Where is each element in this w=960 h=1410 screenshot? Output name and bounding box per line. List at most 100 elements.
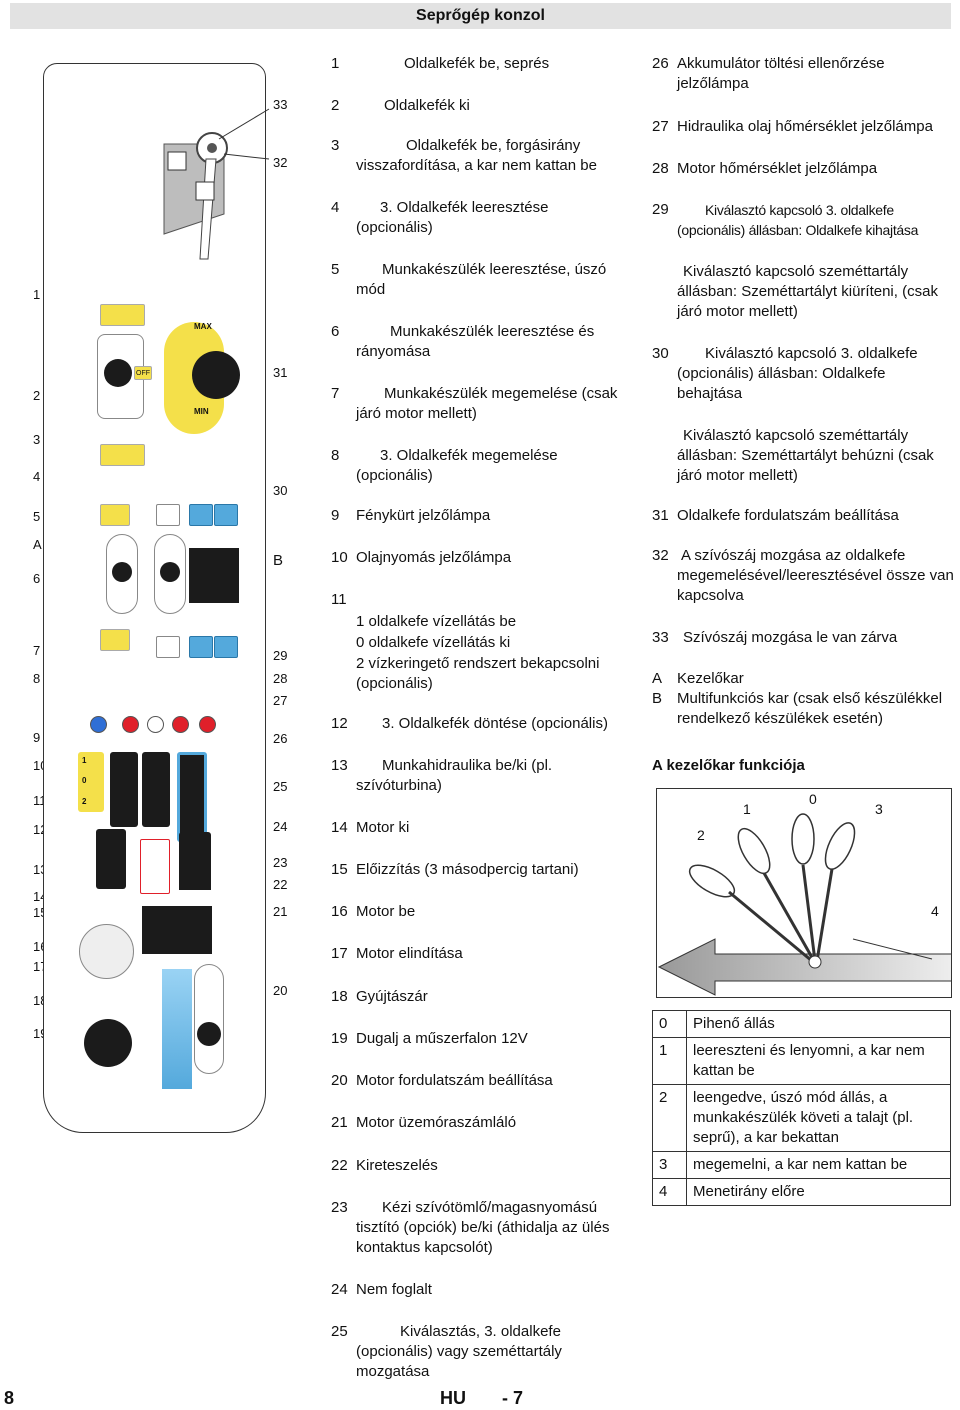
battery-lamp	[199, 716, 216, 733]
legend-number: 16	[331, 903, 348, 920]
legend-number: 26	[652, 55, 669, 72]
console-panel: OFF MAX MIN 1 0 2	[43, 63, 270, 1133]
engine-speed-lever[interactable]	[197, 1022, 221, 1046]
brush-speed-knob[interactable]	[192, 351, 240, 399]
legend-text: Kiválasztó kapcsoló 3. oldalkefe (opcion…	[677, 345, 918, 402]
lever-positions-graphic	[657, 813, 951, 996]
legend-text: Akkumulátor töltési ellenőrzése jelzőlám…	[677, 55, 885, 92]
callout-left-6: A	[33, 537, 42, 552]
hand-suction-button[interactable]	[179, 832, 211, 884]
rocker-12-tilt[interactable]	[142, 752, 170, 827]
legend-number: 6	[331, 323, 340, 340]
display-screen-b	[189, 548, 239, 603]
legend-number: 22	[331, 1157, 348, 1174]
legend-number: 31	[652, 507, 669, 524]
subpage-number: - 7	[502, 1388, 524, 1408]
legend-text: Gyújtászár	[356, 988, 428, 1005]
off-label-box: OFF	[134, 366, 152, 380]
lever-housing-a	[106, 534, 138, 614]
side-brush-switch[interactable]	[104, 359, 132, 387]
selector-button-b[interactable]	[189, 636, 213, 658]
multifunction-lever-knob[interactable]	[160, 562, 180, 582]
rpm-scale	[162, 969, 192, 1089]
third-brush-raise-icon	[156, 636, 180, 658]
rocker-10[interactable]	[110, 752, 138, 827]
selector-button-c[interactable]	[214, 636, 238, 658]
callout-right-2: 32	[273, 155, 288, 170]
unlock-button[interactable]	[179, 876, 211, 890]
legend-text: 2 vízkeringető rendszert bekapcsolni (op…	[356, 655, 600, 692]
lever-pos-0-label: 0	[809, 791, 817, 807]
legend-text: Oldalkefék be, forgásirány visszafordítá…	[356, 137, 597, 174]
legend-number: 7	[331, 385, 340, 402]
unused-slot-24	[140, 839, 170, 894]
power-socket-12v[interactable]	[84, 1019, 132, 1067]
callout-right-9: 26	[273, 731, 288, 746]
legend-text: Hidraulika olaj hőmérséklet jelzőlámpa	[677, 118, 933, 135]
callout-right-15: 20	[273, 983, 288, 998]
legend-text: Munkakészülék leeresztése, úszó mód	[356, 261, 607, 298]
lever-table-value: leereszteni és lenyomni, a kar nem katta…	[686, 1037, 951, 1085]
callout-left-4: 4	[33, 469, 41, 484]
lever-table-value: leengedve, úszó mód állás, a munkakészül…	[686, 1084, 951, 1152]
legend-number: 5	[331, 261, 340, 278]
legend-text: Előizzítás (3 másodpercig tartani)	[356, 861, 579, 878]
legend-number: A	[652, 670, 663, 687]
legend-number: 2	[331, 97, 340, 114]
legend-number: 11	[331, 591, 347, 608]
legend-number: 18	[331, 988, 348, 1005]
legend-text: Kireteszelés	[356, 1157, 438, 1174]
legend-number: 9	[331, 507, 340, 524]
legend-text: Dugalj a műszerfalon 12V	[356, 1030, 528, 1047]
legend-number: 20	[331, 1072, 348, 1089]
callout-left-3: 3	[33, 432, 41, 447]
legend-number: 4	[331, 199, 340, 216]
legend-number: B	[652, 690, 663, 707]
rocker-label-2: 2	[82, 797, 87, 806]
callout-left-8: 7	[33, 643, 41, 658]
callout-right-7: 28	[273, 671, 288, 686]
lever-housing-b	[154, 534, 186, 614]
legend-text: Kiválasztó kapcsoló szeméttartály állásb…	[677, 427, 934, 484]
legend-text: Szívószáj mozgása le van zárva	[683, 629, 898, 646]
page-title: Seprőgép konzol	[416, 7, 545, 24]
callout-right-12: 23	[273, 855, 288, 870]
legend-number: 1	[331, 55, 340, 72]
legend-text: 3. Oldalkefék megemelése (opcionális)	[356, 447, 558, 484]
legend-number: 14	[331, 819, 348, 836]
legend-text: 3. Oldalkefék leeresztése (opcionális)	[356, 199, 549, 236]
operating-lever-knob[interactable]	[112, 562, 132, 582]
selector-button-29[interactable]	[189, 504, 213, 526]
work-hydraulics-button[interactable]	[96, 829, 126, 889]
beam-indicator-lamp	[90, 716, 107, 733]
callout-left-7: 6	[33, 571, 41, 586]
legend-text: Oldalkefék be, seprés	[404, 55, 550, 72]
legend-text: Motor ki	[356, 819, 410, 836]
selector-button-30[interactable]	[214, 504, 238, 526]
oil-pressure-lamp	[122, 716, 139, 733]
callout-right-4: 30	[273, 483, 288, 498]
language-code: HU	[440, 1388, 466, 1408]
side-brush-on-button[interactable]	[100, 304, 145, 326]
rocker-25-select[interactable]	[177, 752, 207, 842]
legend-number: 3	[331, 137, 340, 154]
legend-number: 19	[331, 1030, 348, 1047]
third-brush-lower-icon	[156, 504, 180, 526]
legend-number: 15	[331, 861, 348, 878]
water-supply-rocker[interactable]	[78, 752, 104, 812]
suction-lever-graphic	[163, 108, 270, 260]
lever-pos-4-label: 4	[931, 903, 939, 919]
legend-text: 3. Oldalkefék döntése (opcionális)	[382, 715, 608, 732]
implement-float-button[interactable]	[100, 504, 130, 526]
callout-right-13: 22	[273, 877, 288, 892]
lever-table-value: Pihenő állás	[686, 1010, 951, 1038]
legend-text: A szívószáj mozgása az oldalkefe megemel…	[677, 547, 954, 604]
side-brush-reverse-button[interactable]	[100, 444, 145, 466]
legend-number: 24	[331, 1281, 348, 1298]
implement-lower-press-button[interactable]	[100, 629, 130, 651]
legend-text: Fénykürt jelzőlámpa	[356, 507, 491, 524]
rocker-label-0: 0	[82, 776, 87, 785]
